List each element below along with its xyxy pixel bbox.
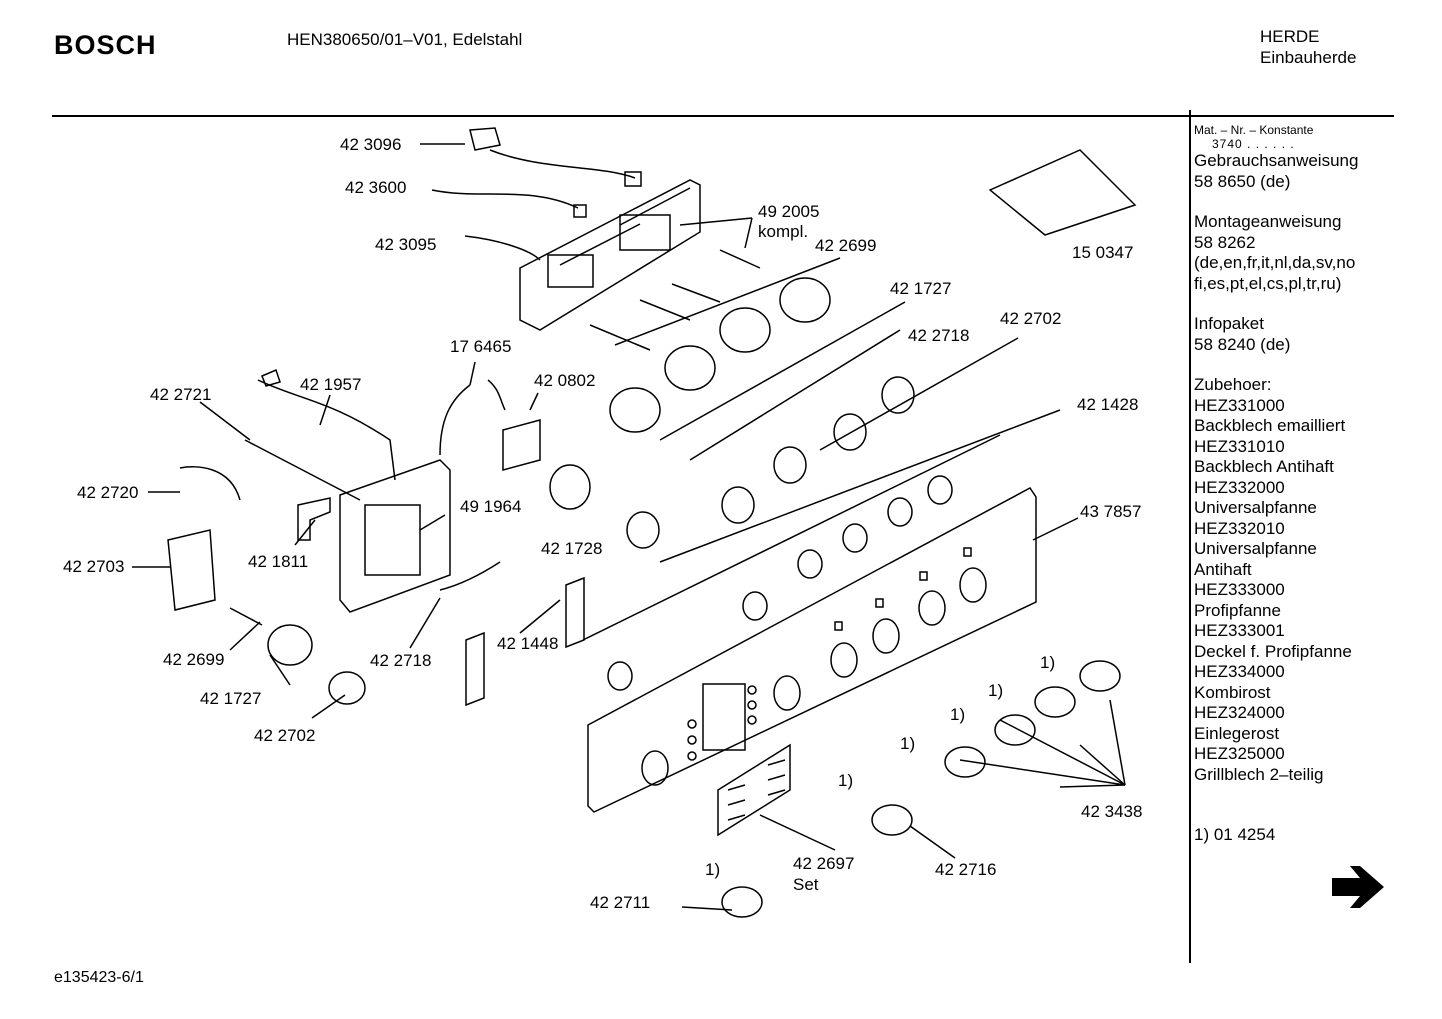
footnote-marker: 1) [988,681,1003,700]
part-label: 42 2699 [163,650,224,669]
part-label: 15 0347 [1072,243,1133,262]
sidebar-line: (de,en,fr,it,nl,da,sv,no [1194,253,1356,272]
part-label: 42 2718 [370,651,431,670]
subcategory-label: Einbauherde [1260,48,1357,67]
part-label: 42 1448 [497,634,558,653]
sidebar-line: HEZ333000 [1194,580,1285,599]
part-label: 42 2716 [935,860,996,879]
sidebar-line: Backblech Antihaft [1194,457,1334,476]
sidebar-line: Universalpfanne [1194,498,1317,517]
sidebar-info: Mat. – Nr. – Konstante 3740 . . . . . . … [1194,123,1394,846]
sidebar-line: 58 8240 (de) [1194,334,1291,354]
sidebar-line: Kombirost [1194,682,1271,702]
sidebar-line: HEZ332000 [1194,477,1285,497]
sidebar-line: Antihaft [1194,559,1252,579]
part-label: 42 2697 [793,854,854,873]
category-label: HERDE [1260,27,1320,46]
part-label: 42 2699 [815,236,876,255]
sidebar-line: HEZ333001 [1194,621,1285,640]
part-label: 42 3600 [345,178,406,197]
sidebar-line: Grillblech 2–teilig [1194,764,1324,784]
part-label: 42 1428 [1077,395,1138,414]
sidebar-line: HEZ331010 [1194,436,1285,456]
part-label: 49 2005 [758,202,819,221]
part-label: 42 2721 [150,385,211,404]
mat-label: Mat. – Nr. – Konstante [1194,123,1314,137]
part-label: 43 7857 [1080,502,1141,521]
part-label: 42 1811 [248,552,308,571]
footnote-marker: 1) [838,771,853,790]
sidebar-line: fi,es,pt,el,cs,pl,tr,ru) [1194,273,1342,293]
sidebar-line: Universalpfanne [1194,539,1317,558]
footnote-marker: 1) [950,705,965,724]
part-label: 42 2711 [590,893,650,912]
footnote: 1) 01 4254 [1194,825,1276,844]
sidebar-line: Infopaket [1194,314,1264,333]
sidebar-line: 58 8650 (de) [1194,171,1291,191]
part-label: 42 1957 [300,375,361,394]
model-title: HEN380650/01–V01, Edelstahl [287,30,523,49]
part-label: 42 1728 [541,539,602,558]
document-id: e135423-6/1 [54,969,144,986]
sidebar-line: HEZ325000 [1194,744,1285,763]
footnote-marker: 1) [900,734,915,753]
sidebar-line: Profipfanne [1194,600,1281,620]
brand-logo: BOSCH [54,30,157,60]
mat-code: 3740 . . . . . . [1212,137,1295,151]
part-label: kompl. [758,222,808,241]
part-label: 42 2703 [63,557,124,576]
arrow-right-icon [1332,866,1384,908]
header-rule [52,115,1394,117]
footnote-marker: 1) [1040,653,1055,672]
part-label: 42 3438 [1081,802,1142,821]
sidebar-line: Deckel f. Profipfanne [1194,641,1352,661]
sidebar-line: Einlegerost [1194,723,1280,743]
part-label: 17 6465 [450,337,511,356]
part-label: 42 1727 [200,689,261,708]
sidebar-line: Montageanweisung [1194,212,1342,231]
sidebar-line: Zubehoer: [1194,375,1272,394]
sidebar-line: Backblech emailliert [1194,416,1346,435]
part-label: Set [793,875,819,894]
sidebar-line: HEZ331000 [1194,395,1285,415]
part-label: 49 1964 [460,497,521,516]
part-label: 42 2718 [908,326,969,345]
part-label: 42 2702 [1000,309,1061,328]
sidebar-line: HEZ324000 [1194,703,1285,722]
footnote-marker: 1) [705,860,720,879]
part-label: 42 1727 [890,279,951,298]
part-label: 42 2720 [77,483,138,502]
sidebar-line: HEZ334000 [1194,662,1285,681]
part-label: 42 3095 [375,235,436,254]
sidebar-line: Gebrauchsanweisung [1194,151,1359,170]
sidebar-line: 58 8262 [1194,232,1256,252]
part-label: 42 3096 [340,135,401,154]
part-label: 42 0802 [534,371,595,390]
sidebar-rule [1189,110,1191,963]
part-label: 42 2702 [254,726,315,745]
sidebar-line: HEZ332010 [1194,518,1285,538]
